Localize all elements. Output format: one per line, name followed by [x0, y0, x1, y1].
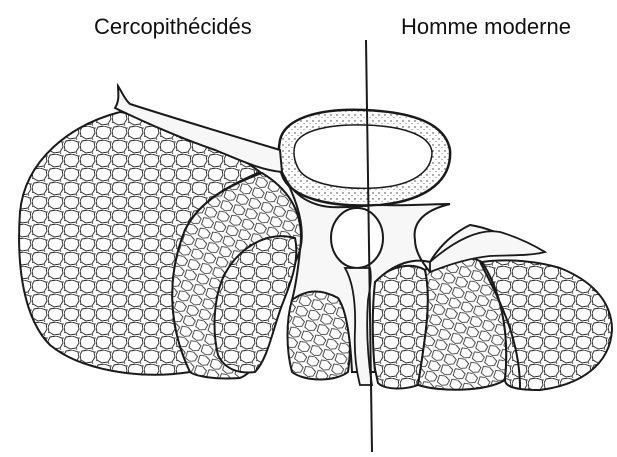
vertebral-body-inner [294, 125, 432, 188]
spinal-canal [331, 208, 383, 268]
